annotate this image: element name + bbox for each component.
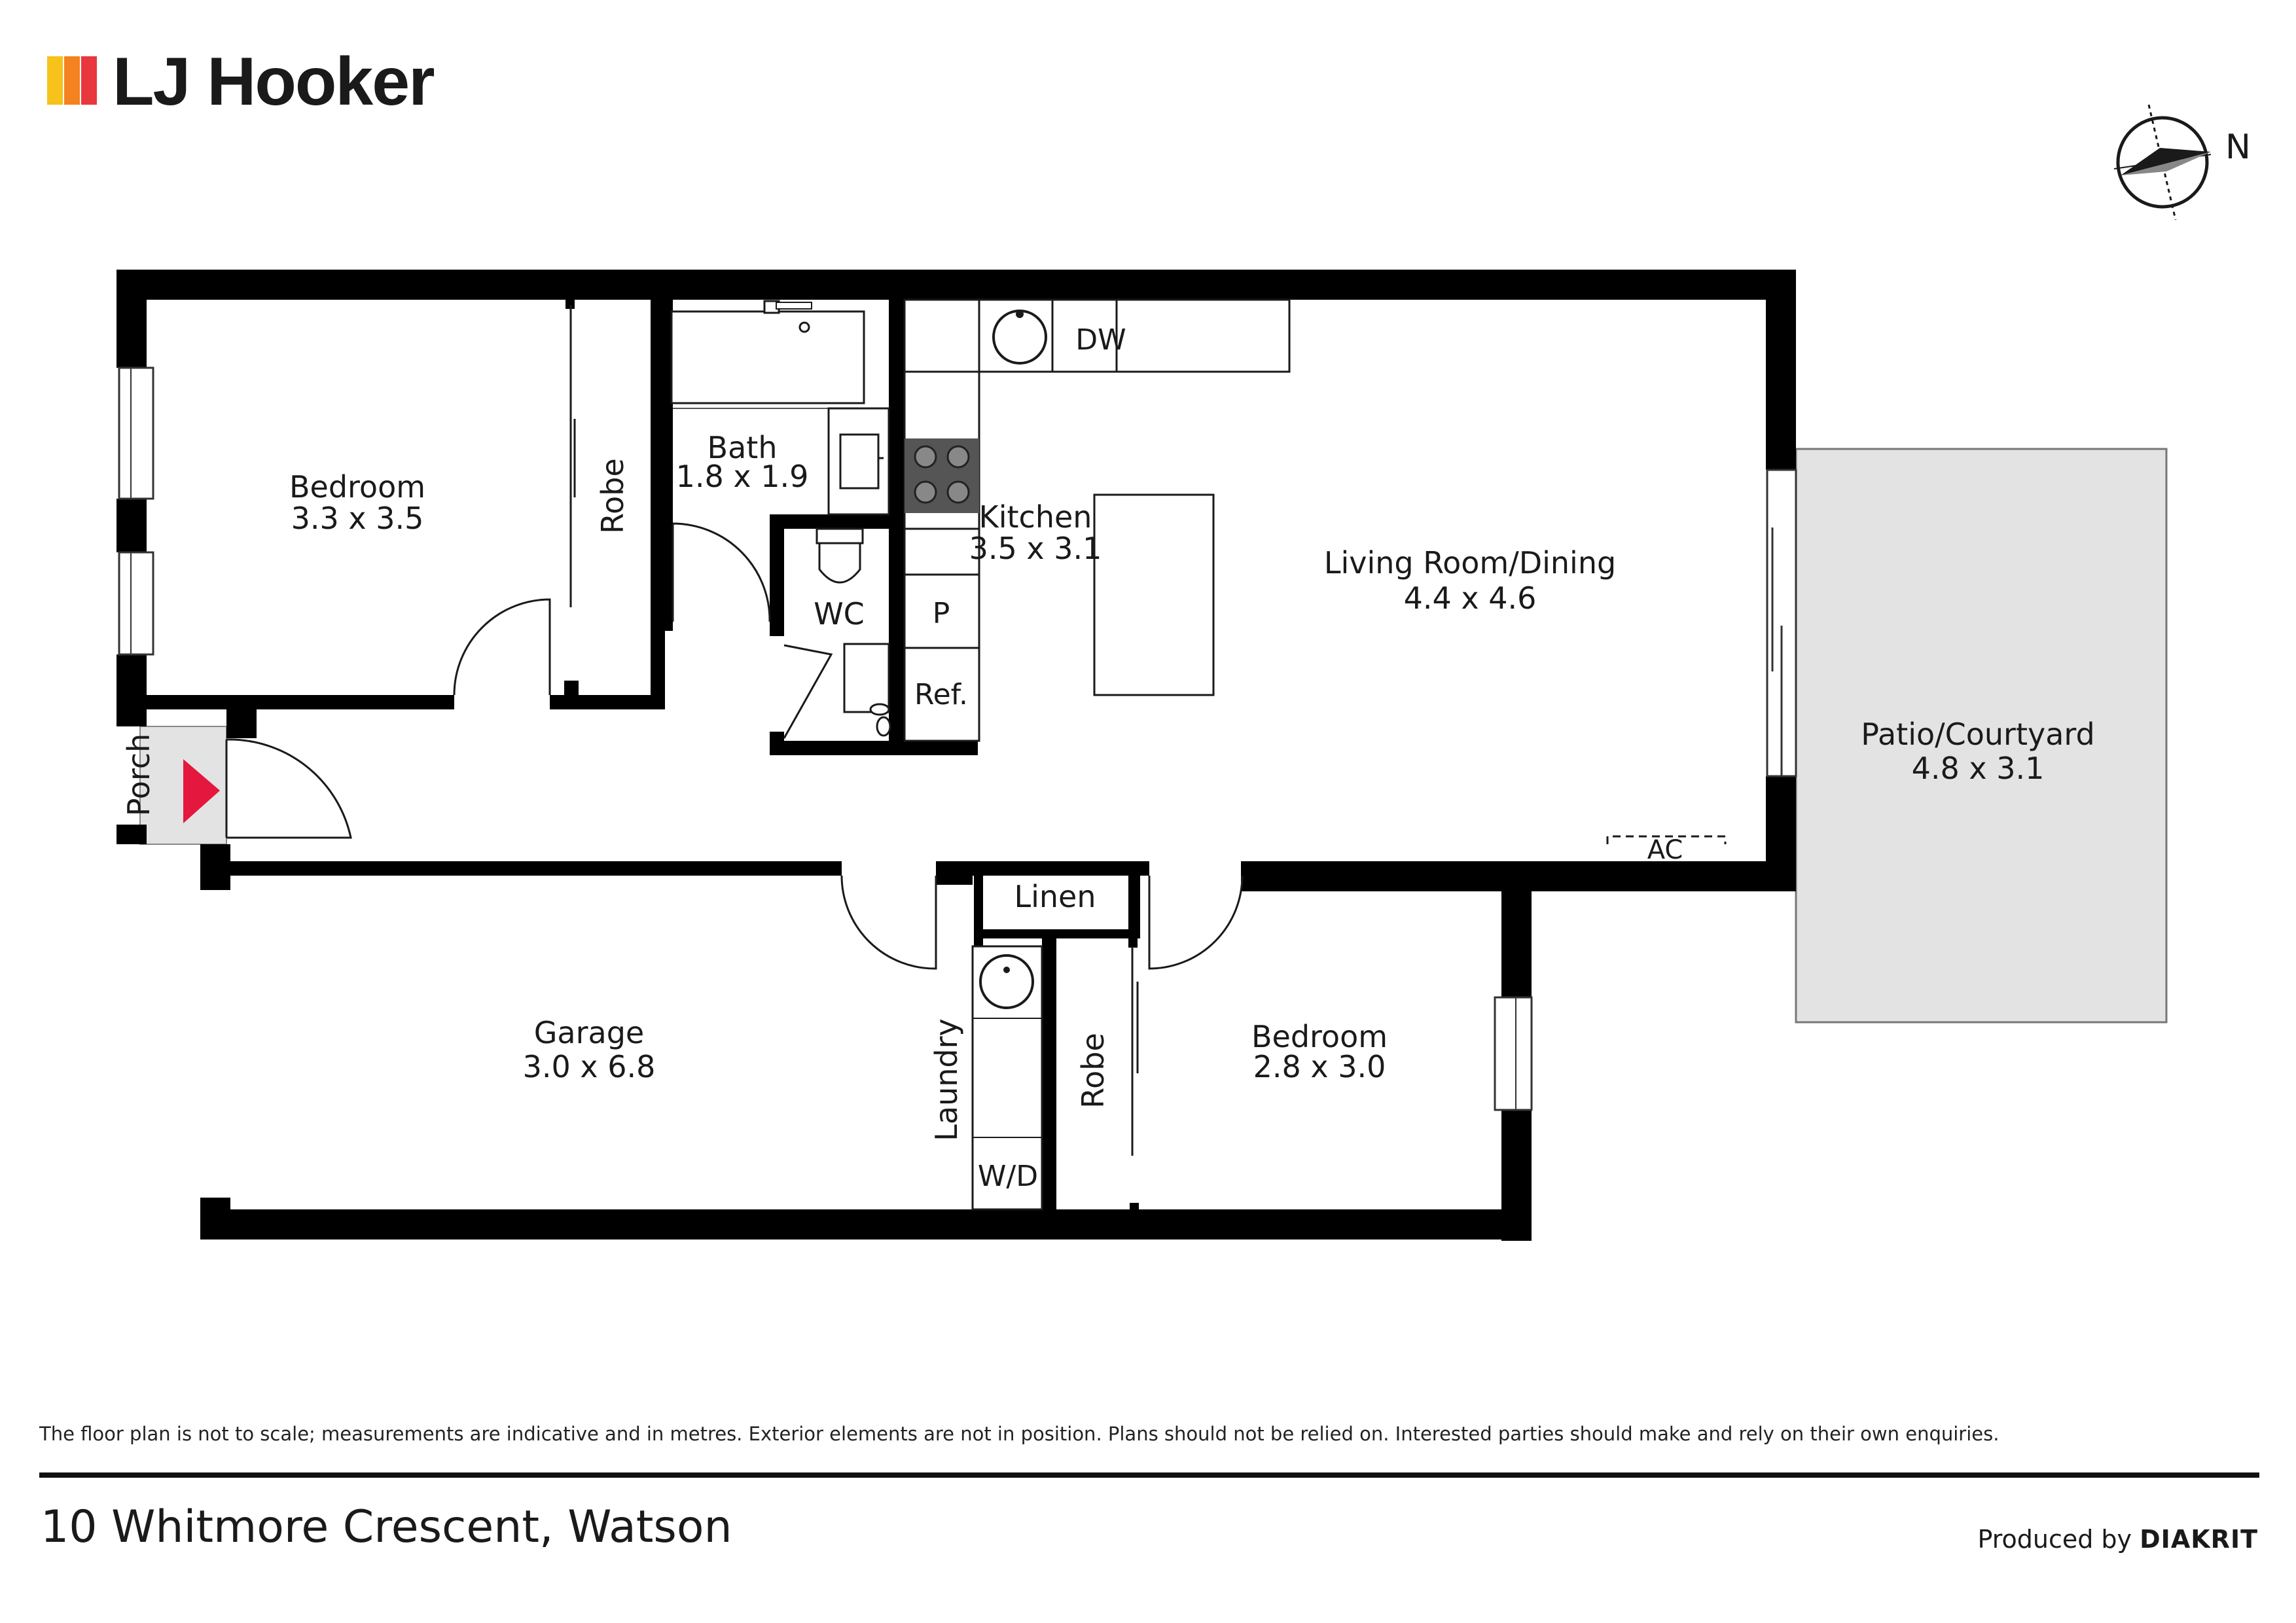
footer-divider xyxy=(39,1472,2259,1478)
entry-arrow-icon xyxy=(183,759,220,823)
bathtub-icon xyxy=(670,300,865,404)
patio-area xyxy=(1795,448,2168,1024)
kitchen-name: Kitchen xyxy=(979,499,1092,535)
dishwasher-label: DW xyxy=(1075,323,1126,357)
fridge-label: Ref. xyxy=(914,678,968,711)
property-address: 10 Whitmore Crescent, Watson xyxy=(41,1501,732,1553)
kitchen-size: 3.5 x 3.1 xyxy=(969,531,1102,566)
kitchen-sink-icon xyxy=(992,310,1047,365)
bedroom2-size: 2.8 x 3.0 xyxy=(1253,1049,1386,1084)
toilet-icon xyxy=(816,527,864,584)
ac-unit xyxy=(1606,835,1727,844)
disclaimer-text: The floor plan is not to scale; measurem… xyxy=(39,1423,2000,1445)
window-bedroom1-lower xyxy=(118,551,154,656)
kitchen-island xyxy=(1093,493,1215,696)
producer-brand: DIAKRIT xyxy=(2140,1525,2258,1554)
produced-prefix: Produced by xyxy=(1977,1525,2132,1554)
bedroom2-name: Bedroom xyxy=(1251,1019,1388,1054)
living-size: 4.4 x 4.6 xyxy=(1404,580,1537,616)
washer-dryer-label: W/D xyxy=(978,1160,1038,1193)
walls xyxy=(117,270,1796,1241)
patio-name: Patio/Courtyard xyxy=(1861,717,2094,752)
living-name: Living Room/Dining xyxy=(1324,545,1616,580)
bedroom1-name: Bedroom xyxy=(289,469,425,505)
bath-name: Bath xyxy=(708,430,778,465)
wc-basin-icon xyxy=(843,643,890,713)
ac-label: AC xyxy=(1647,835,1683,865)
brand-name: LJ Hooker xyxy=(113,44,435,120)
lj-hooker-logo-mark xyxy=(47,56,97,105)
produced-by: Produced by DIAKRIT xyxy=(1977,1525,2258,1554)
compass-north-label: N xyxy=(2225,128,2251,167)
laundry-label: Laundry xyxy=(929,1018,964,1141)
window-bedroom1-upper xyxy=(118,366,154,500)
garage-size: 3.0 x 6.8 xyxy=(523,1049,656,1084)
patio-size: 4.8 x 3.1 xyxy=(1912,751,2045,786)
door-swings xyxy=(225,522,1244,970)
linen-label: Linen xyxy=(1014,879,1096,914)
bedroom1-size: 3.3 x 3.5 xyxy=(291,501,424,536)
pantry-label: P xyxy=(933,597,950,630)
window-bedroom2 xyxy=(1494,996,1533,1111)
porch-label: Porch xyxy=(121,734,156,817)
garage-name: Garage xyxy=(534,1015,644,1050)
bath-size: 1.8 x 1.9 xyxy=(676,459,809,494)
robe1-label: Robe xyxy=(595,458,630,534)
cooktop-icon xyxy=(905,438,979,513)
compass-icon xyxy=(2113,104,2212,221)
robe2-label: Robe xyxy=(1075,1033,1111,1109)
wc-label: WC xyxy=(814,596,865,632)
laundry-tub-icon xyxy=(979,954,1034,1009)
